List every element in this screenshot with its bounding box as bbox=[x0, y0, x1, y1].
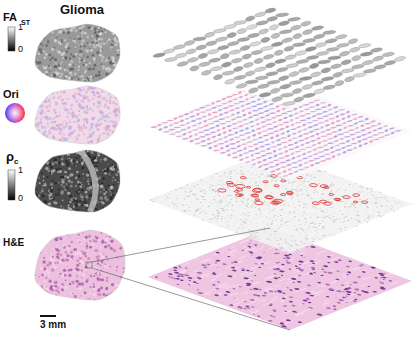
orientation-wheel-center bbox=[5, 103, 25, 123]
map-label: Ori bbox=[3, 89, 19, 100]
colorbar-tick: 0 bbox=[18, 45, 23, 54]
tissue-thumbnail bbox=[33, 85, 121, 146]
tissue-thumbnail bbox=[34, 149, 121, 214]
orientation-wheel bbox=[5, 103, 25, 123]
tissue-thumbnail bbox=[34, 23, 121, 84]
colorbar-tick: 1 bbox=[18, 166, 23, 175]
tissue-outline bbox=[35, 86, 120, 144]
zoom-box bbox=[86, 262, 92, 268]
tissue-outline bbox=[35, 150, 120, 212]
colorbar-tick: 0 bbox=[18, 194, 23, 203]
map-label: H&E bbox=[3, 238, 24, 248]
zoom-leader-line bbox=[92, 268, 290, 330]
zoom-leader-line bbox=[92, 228, 270, 262]
colorbar bbox=[8, 170, 15, 200]
map-label-subscript: c bbox=[14, 158, 18, 166]
scale-bar-label: 3 mm bbox=[40, 320, 66, 330]
map-label: ρ bbox=[6, 150, 14, 163]
tissue-outline bbox=[35, 24, 120, 82]
colorbar-tick: 1 bbox=[18, 23, 23, 32]
scale-bar bbox=[40, 315, 56, 317]
anisotropy-plane bbox=[148, 6, 412, 108]
map-label: FA bbox=[3, 12, 17, 23]
tissue-thumbnail bbox=[33, 229, 126, 301]
colorbar bbox=[8, 27, 15, 51]
figure-title: Glioma bbox=[60, 3, 104, 16]
tissue-outline bbox=[35, 230, 125, 300]
